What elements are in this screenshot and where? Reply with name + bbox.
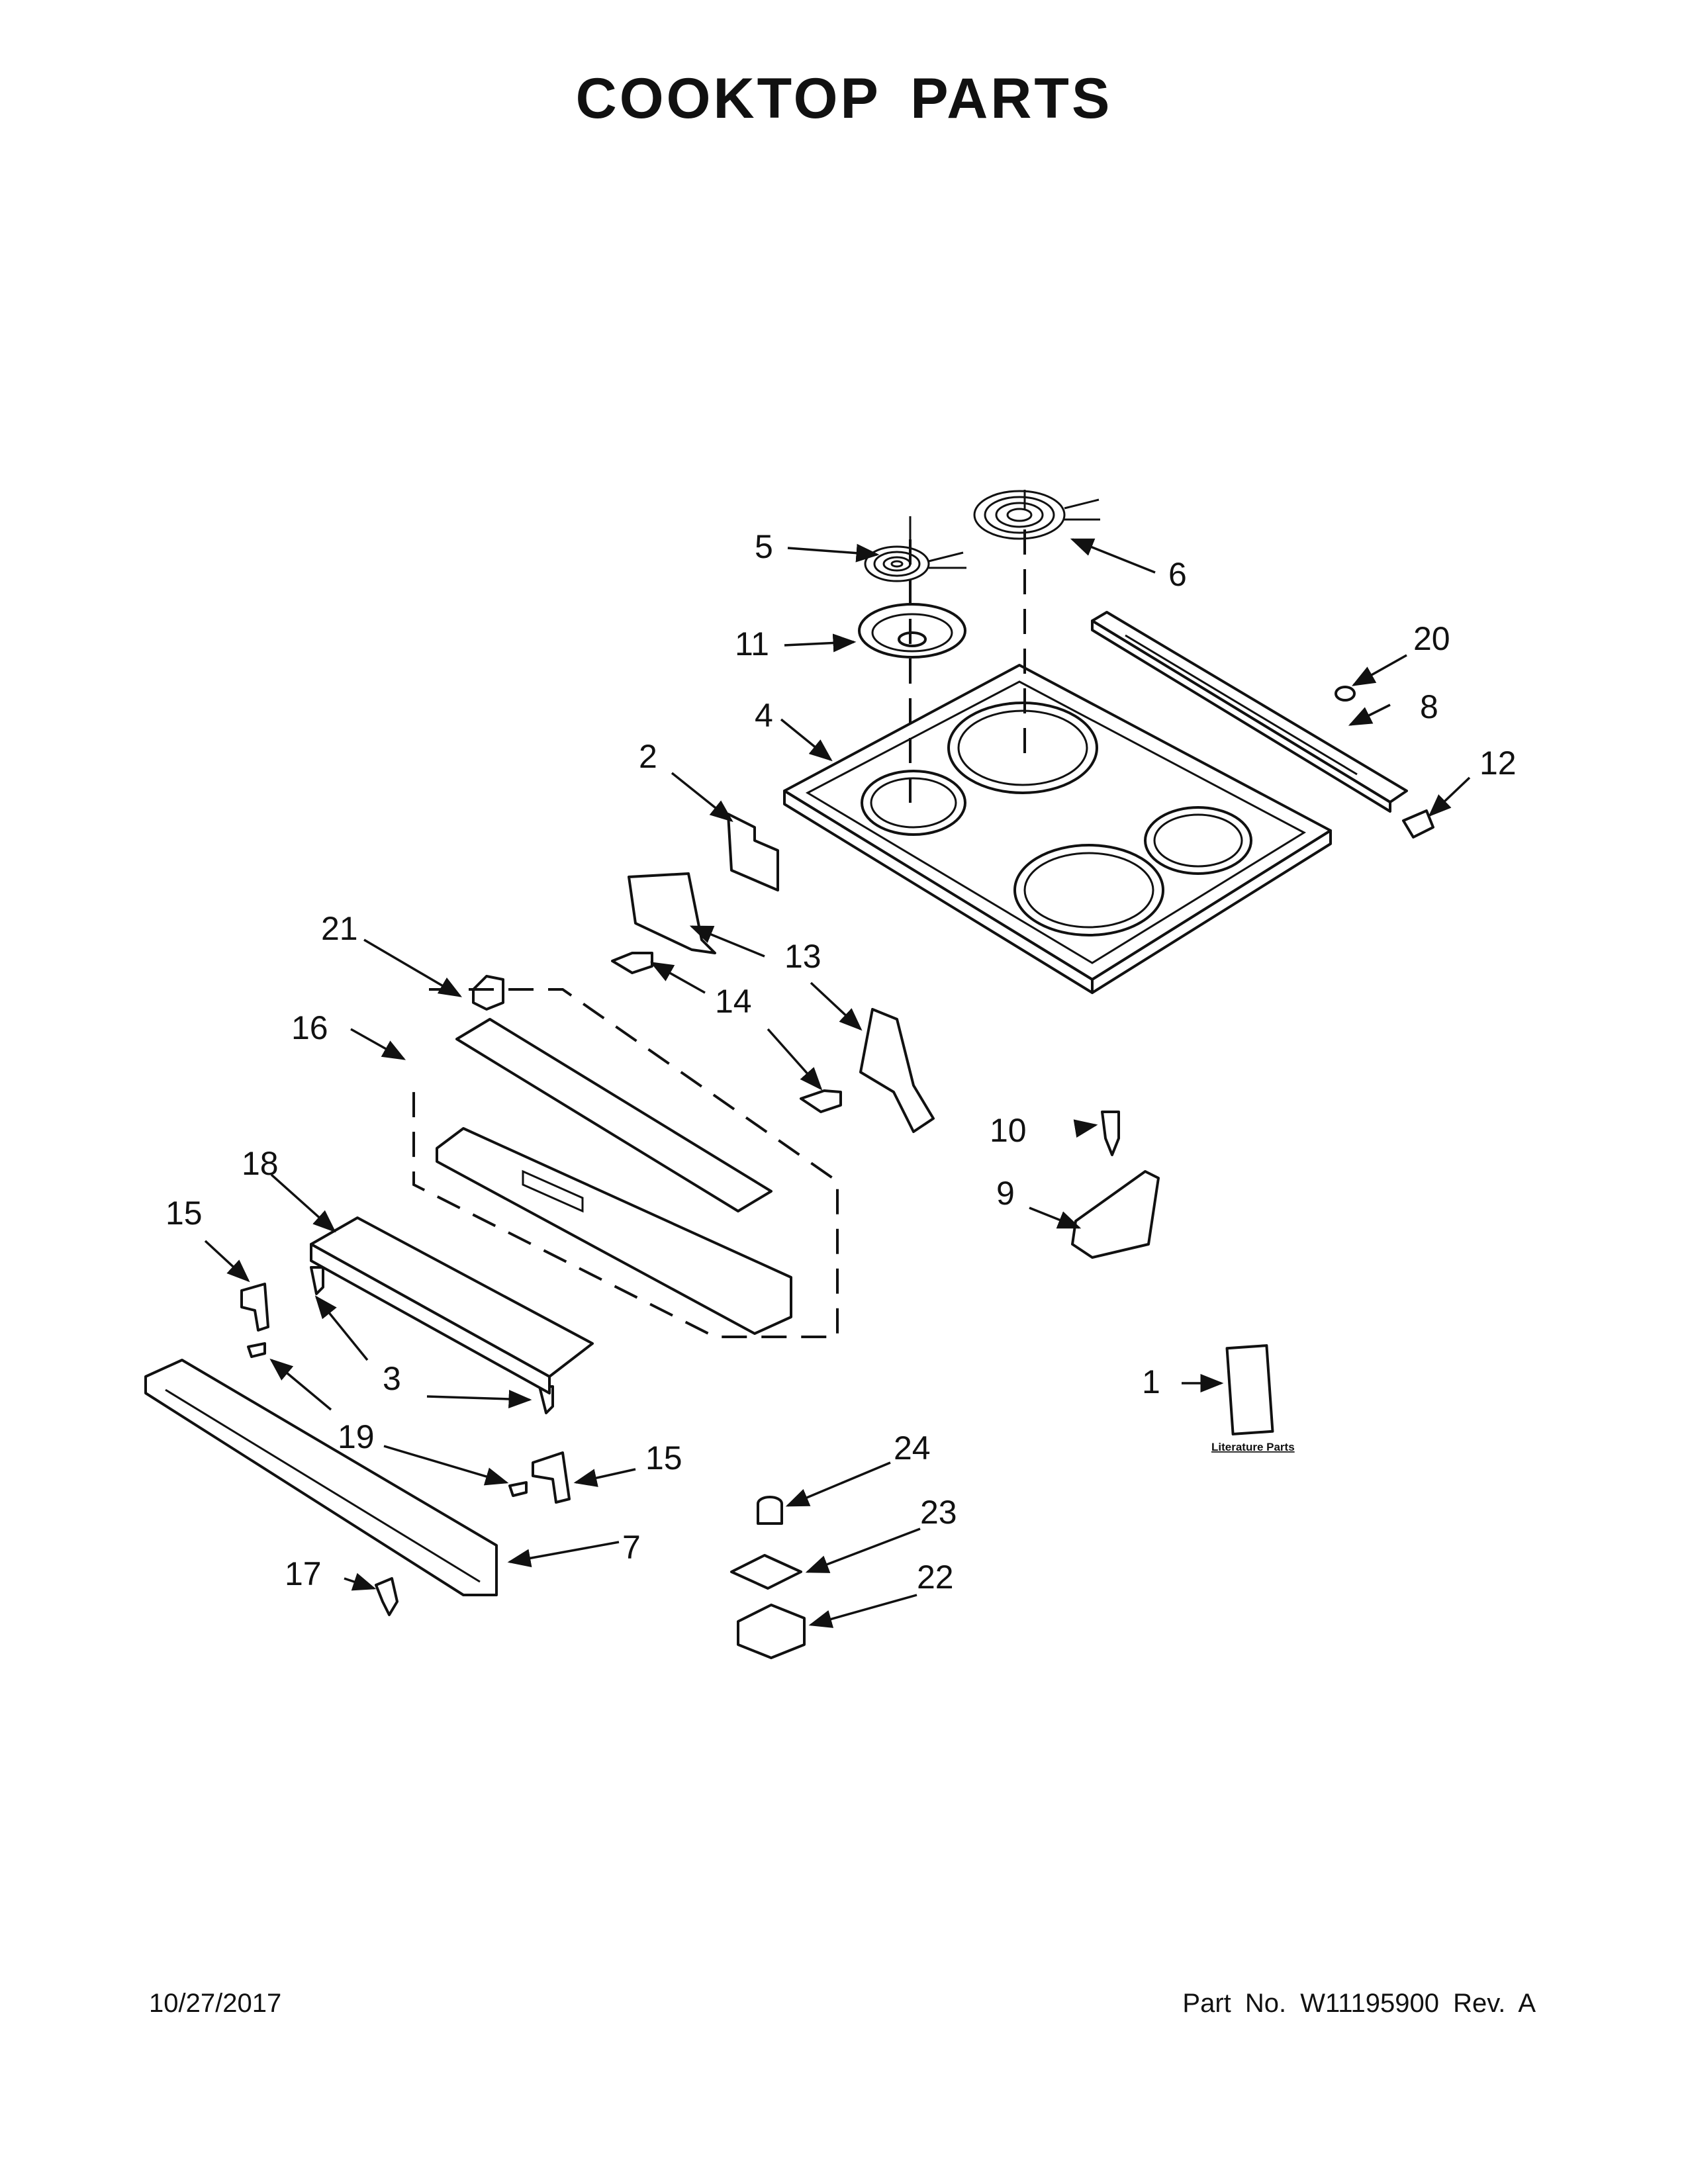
- page-title: COOKTOP PARTS: [575, 67, 1113, 130]
- callout-arrows: [204, 538, 1471, 1628]
- control-panel-overlay: [455, 1018, 773, 1212]
- surface-element-small: [864, 545, 966, 582]
- callout-7: 7: [622, 1529, 641, 1566]
- drip-bowl: [858, 603, 966, 659]
- callout-17: 17: [285, 1555, 322, 1592]
- surface-element-large: [973, 490, 1100, 540]
- callout-9: 9: [996, 1175, 1015, 1212]
- anti-tip-bracket: [1071, 1170, 1160, 1259]
- callout-12: 12: [1479, 745, 1517, 782]
- screw: [247, 952, 1120, 1616]
- literature-parts: Literature Parts: [1211, 1344, 1295, 1453]
- callout-21: 21: [321, 910, 358, 947]
- cooktop-main-top: [783, 664, 1332, 994]
- control-panel: [436, 1127, 792, 1335]
- callout-6: 6: [1168, 556, 1187, 593]
- callout-3: 3: [383, 1360, 401, 1397]
- switch-assembly: [730, 1496, 806, 1659]
- callout-16: 16: [291, 1009, 328, 1046]
- callout-2: 2: [639, 738, 657, 775]
- callout-19: 19: [338, 1418, 375, 1455]
- callout-20: 20: [1413, 620, 1450, 657]
- hinge: [1402, 809, 1434, 839]
- print-date: 10/27/2017: [149, 1989, 282, 2018]
- side-bracket: [240, 1283, 571, 1504]
- callout-22: 22: [917, 1559, 954, 1596]
- control-knob: [472, 975, 504, 1011]
- control-panel-outline: [412, 988, 839, 1338]
- callout-23: 23: [920, 1494, 957, 1531]
- callout-10: 10: [990, 1112, 1027, 1149]
- rear-trim-strip: [1091, 611, 1408, 813]
- callout-13: 13: [784, 938, 821, 975]
- callout-1: 1: [1142, 1363, 1160, 1400]
- callout-15-right: 15: [645, 1439, 682, 1477]
- callout-labels: 5 6 11 4 2 20 8 12 13 14 21 16 18 15 3 1…: [165, 528, 1517, 1596]
- callout-14: 14: [715, 983, 752, 1020]
- callout-15-left: 15: [165, 1195, 203, 1232]
- control-panel-trim: [144, 1359, 498, 1596]
- part-number: Part No. W11195900 Rev. A: [1182, 1989, 1536, 2018]
- callout-18: 18: [242, 1145, 279, 1182]
- callout-5: 5: [755, 528, 773, 565]
- callout-4: 4: [755, 697, 773, 734]
- bumper: [1335, 686, 1356, 702]
- literature-label: Literature Parts: [1211, 1441, 1295, 1453]
- callout-24: 24: [894, 1430, 931, 1467]
- callout-8: 8: [1420, 688, 1438, 725]
- callout-11: 11: [735, 625, 769, 662]
- electronic-control-board: [310, 1216, 594, 1394]
